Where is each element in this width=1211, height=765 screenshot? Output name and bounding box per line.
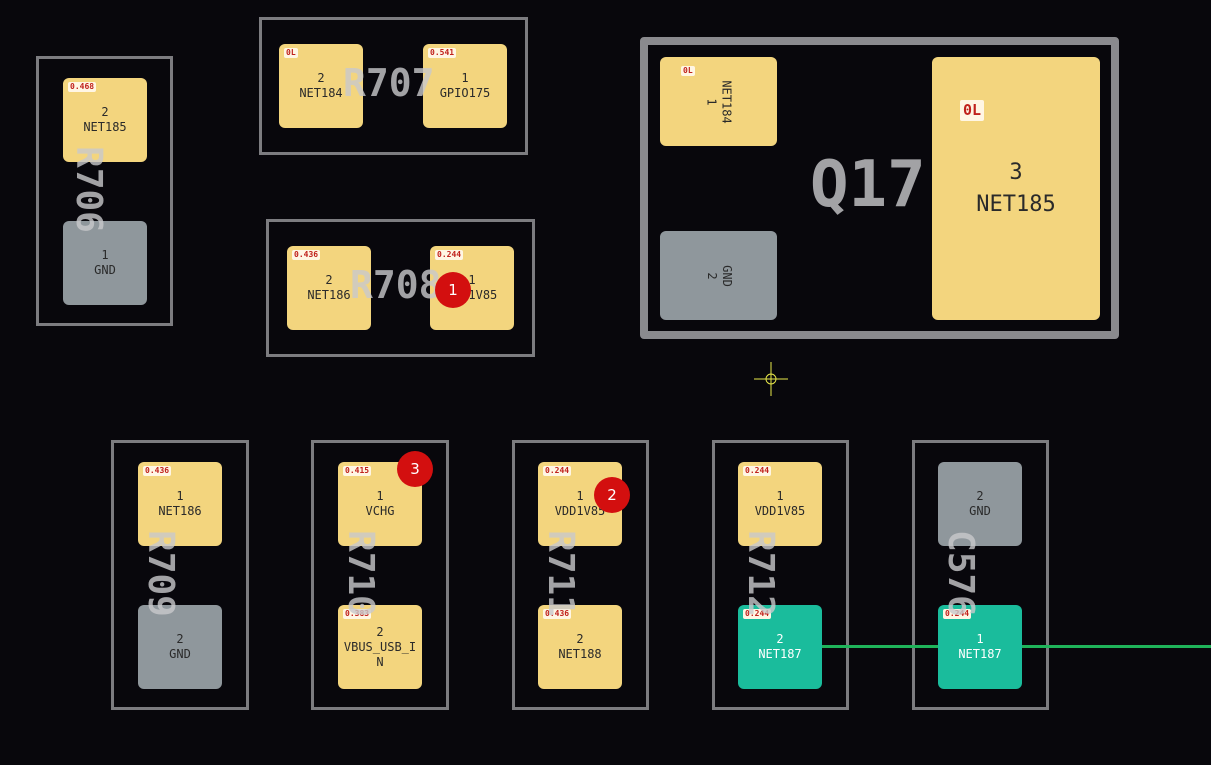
r710-outline [311,440,449,710]
r707-pad-2-resistance: 0L [284,48,298,58]
pad-number: 1 [776,489,784,503]
r708-outline [266,219,535,357]
q17-pad-1-resistance: 0L [681,66,695,76]
r706-pad-1[interactable]: 1 GND [63,221,147,305]
r707-outline [259,17,528,155]
pad-net: NET185 [976,191,1056,217]
r709-outline [111,440,249,710]
r712-outline [712,440,849,710]
c576-pad-1-resistance: 0.244 [943,609,972,619]
pad-number: 1 [376,489,384,503]
pad-number: 2 [101,105,109,119]
pad-number: 2 [704,271,719,280]
r712-pad-2-resistance: 0.244 [743,609,772,619]
pad-net: NET187 [958,647,1002,661]
crosshair-cursor-icon [754,362,788,396]
pad-number: 2 [325,273,333,287]
pad-number: 2 [176,632,184,646]
q17-pad-2[interactable]: GND 2 [660,231,777,320]
pad-net: NET188 [558,647,602,661]
pad-number: 2 [317,71,325,85]
r712-pad-2[interactable]: 0.244 2 NET187 [738,605,822,689]
r712-pad-1-resistance: 0.244 [743,466,772,476]
pad-number: 2 [776,632,784,646]
c576-pad-1[interactable]: 0.244 1 NET187 [938,605,1022,689]
pad-net: GND [969,504,991,518]
q17-pad-1[interactable]: 0L NET184 1 [660,57,777,146]
r711-pad-1-resistance: 0.244 [543,466,572,476]
r708-pad-2[interactable]: 0.436 2 NET186 [287,246,371,330]
c576-outline [912,440,1049,710]
pad-number: 1 [461,71,469,85]
r711-pad-2-resistance: 0.436 [543,609,572,619]
c576-pad-2[interactable]: 2 GND [938,462,1022,546]
pad-net: VCHG [365,504,395,518]
r706-pad-2-resistance: 0.468 [68,82,97,92]
r707-pad-2[interactable]: 0L 2 NET184 [279,44,363,128]
pad-net: GPIO175 [439,86,491,100]
pad-net: NET184 [299,86,343,100]
pad-net: VDD1V85 [754,504,806,518]
r707-pad-1[interactable]: 0.541 1 GPIO175 [423,44,507,128]
r706-outline [36,56,173,326]
pad-number: 1 [576,489,584,503]
r712-pad-1[interactable]: 0.244 1 VDD1V85 [738,462,822,546]
pad-net: NET185 [83,120,127,134]
q17-pad-1-text: NET184 1 [703,80,733,123]
r710-pad-2[interactable]: 0.383 2 VBUS_USB_I N [338,605,422,689]
r709-pad-2[interactable]: 2 GND [138,605,222,689]
pad-number: 2 [576,632,584,646]
q17-pad-3[interactable]: 0L 3 NET185 [932,57,1100,320]
r709-pad-1-resistance: 0.436 [143,466,172,476]
pad-net: GND [94,263,116,277]
pad-net: GND [719,264,734,287]
pad-number: 1 [976,632,984,646]
q17-pad-3-resistance: 0L [960,100,985,121]
r709-pad-1[interactable]: 0.436 1 NET186 [138,462,222,546]
r708-pad-1-resistance: 0.244 [435,250,464,260]
r707-pad-1-resistance: 0.541 [428,48,457,58]
pad-net: GND [169,647,191,661]
pad-number: 1 [101,248,109,262]
q17-pad-2-text: GND 2 [704,265,734,287]
pad-net-wrap: N [376,654,384,669]
pad-net: NET187 [758,647,802,661]
r711-outline [512,440,649,710]
r708-pad-2-resistance: 0.436 [292,250,321,260]
pad-net: VDD1V85 [554,504,606,518]
r710-pad-2-resistance: 0.383 [343,609,372,619]
r706-pad-2[interactable]: 0.468 2 NET185 [63,78,147,162]
marker-3[interactable]: 3 [397,451,433,487]
marker-2[interactable]: 2 [594,477,630,513]
q17-outline [640,37,1119,339]
pad-net: NET186 [158,504,202,518]
pad-number: 1 [176,489,184,503]
marker-1[interactable]: 1 [435,272,471,308]
pad-net: NET184 [719,79,734,124]
pad-number: 1 [704,97,719,106]
pad-number: 2 [976,489,984,503]
r710-pad-1-resistance: 0.415 [343,466,372,476]
pad-net: VBUS_USB_I [343,639,417,654]
pad-number: 2 [376,624,384,639]
pad-number: 1 [468,273,476,287]
r711-pad-2[interactable]: 0.436 2 NET188 [538,605,622,689]
pad-number: 3 [1009,159,1023,185]
pad-net: NET186 [307,288,351,302]
